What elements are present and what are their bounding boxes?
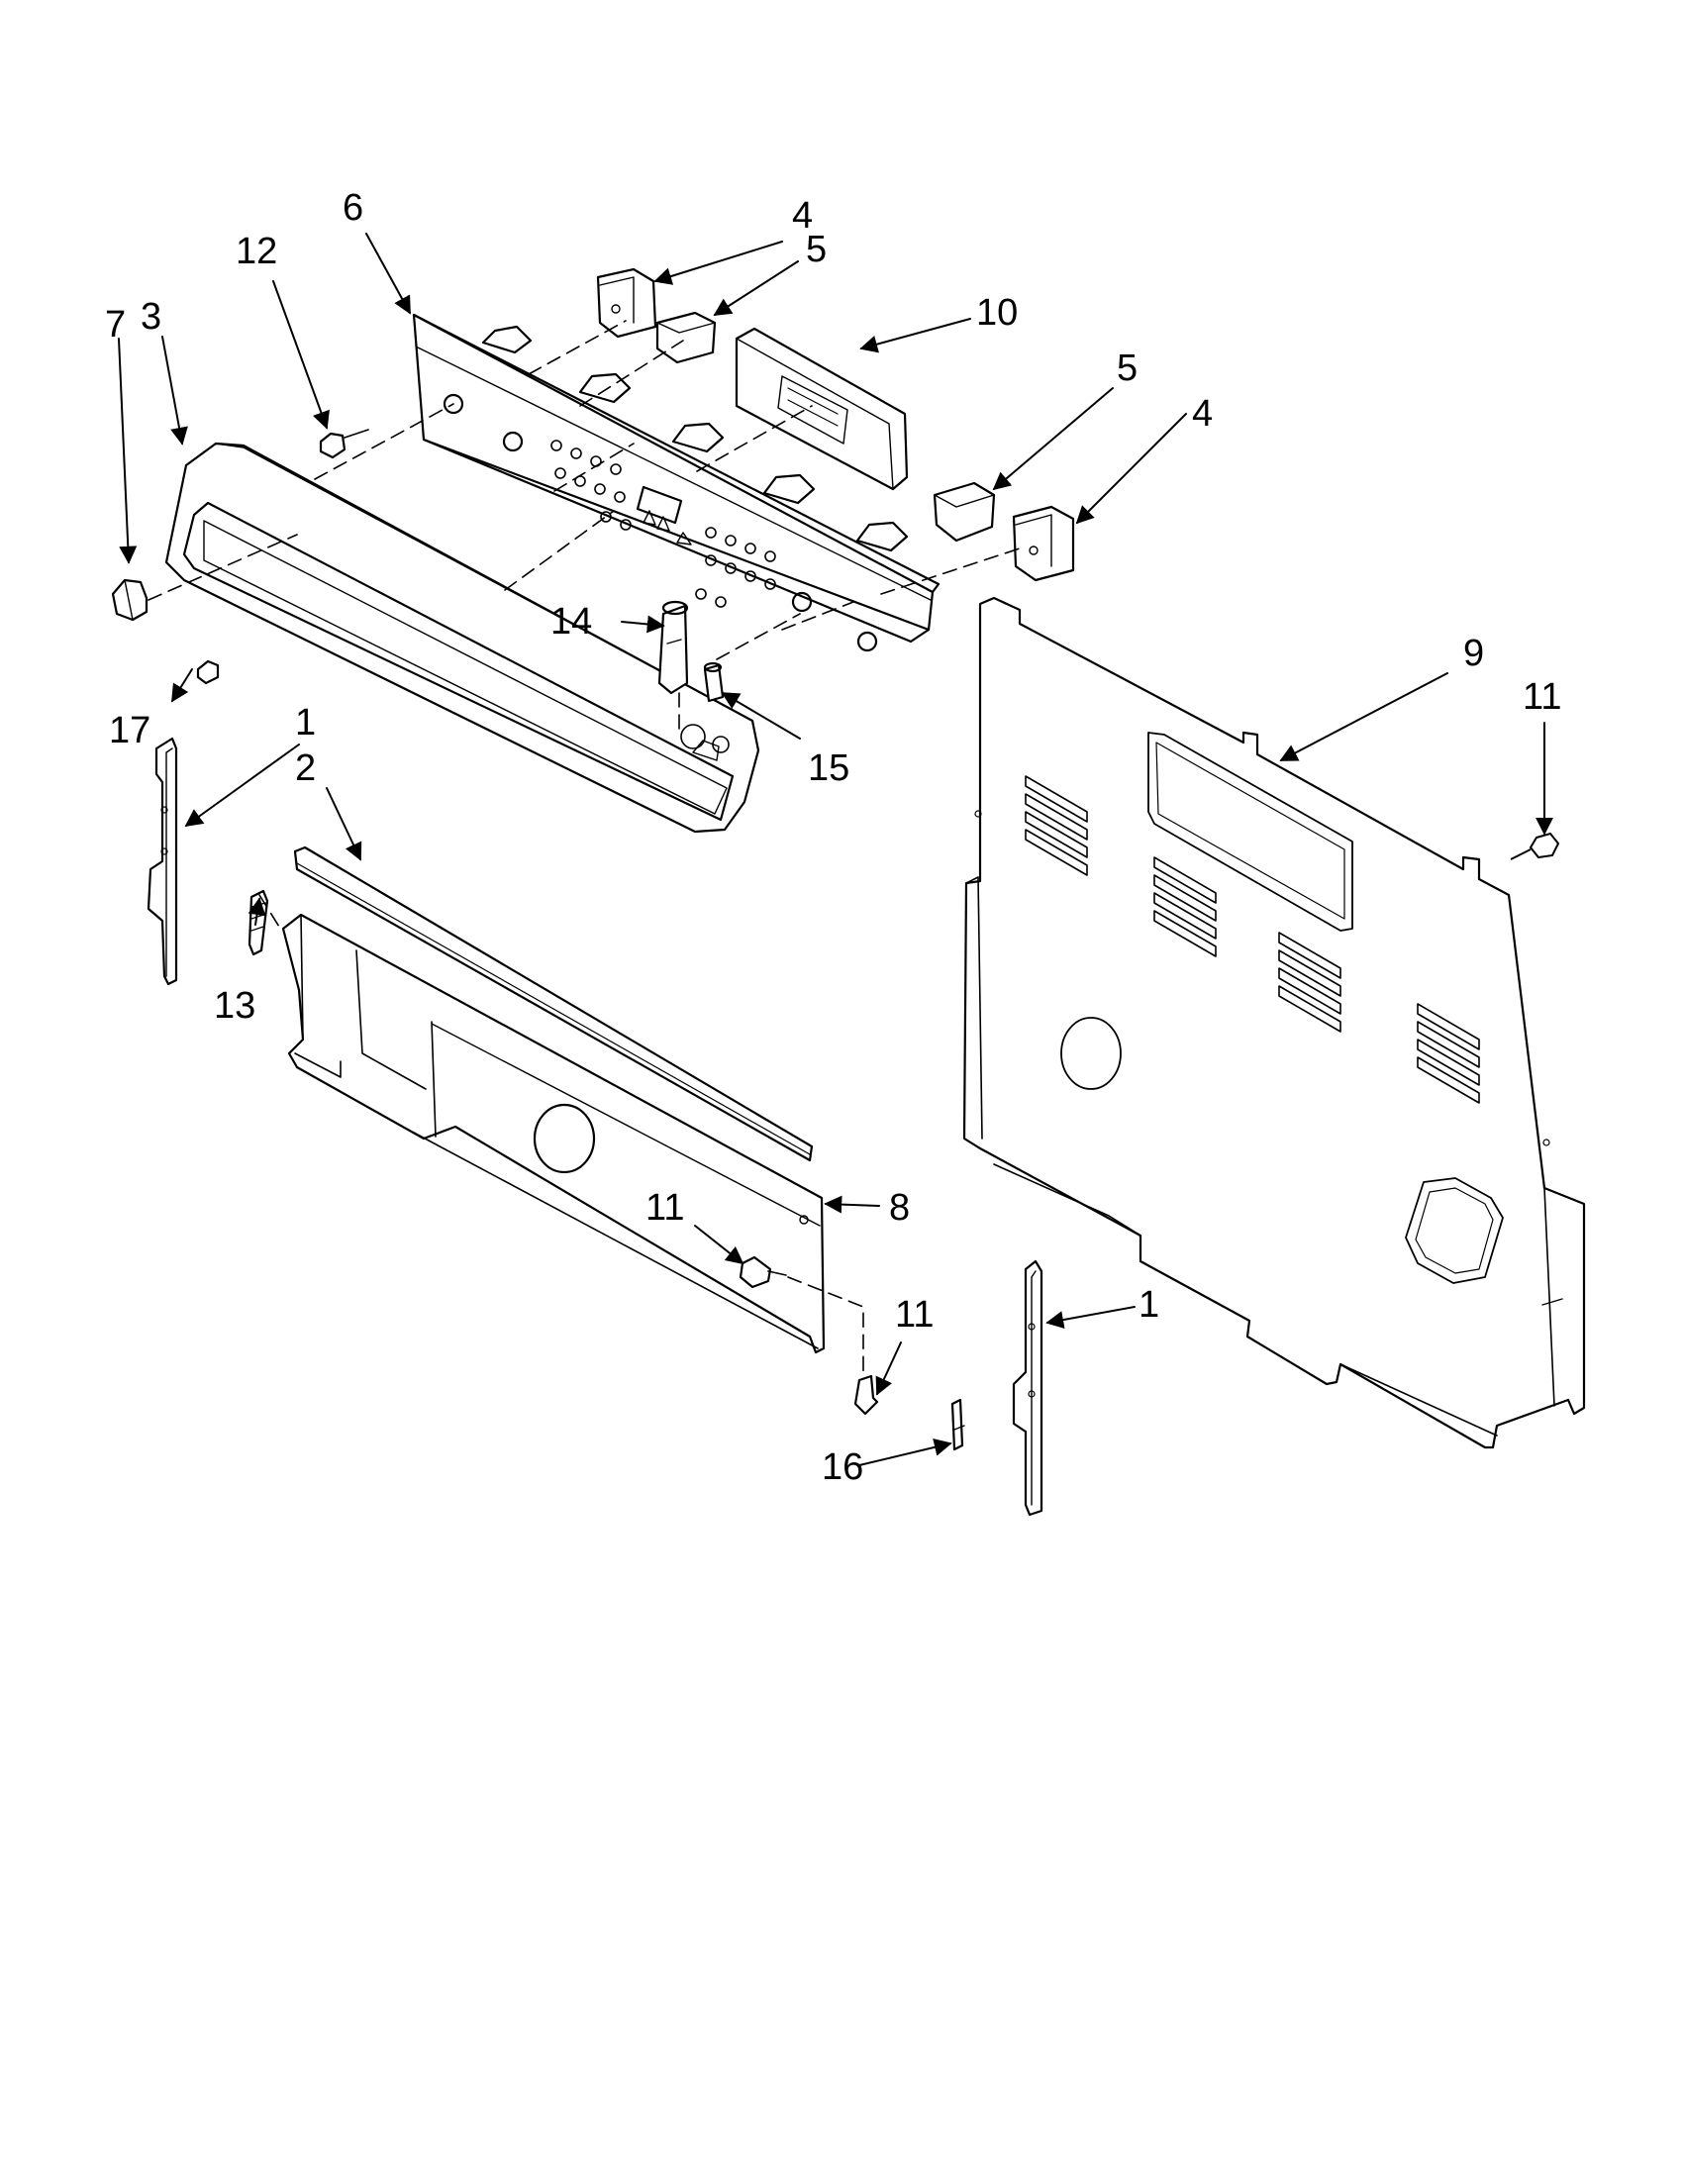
callout-3: 3	[141, 296, 161, 338]
callout-12: 12	[236, 231, 277, 272]
bracket-part-14	[657, 600, 689, 695]
screw-part-11-front	[739, 1255, 787, 1289]
side-bracket-part-1-right	[1012, 1259, 1043, 1517]
switch-part-4-lower	[1012, 505, 1075, 582]
callout-15: 15	[808, 747, 849, 789]
callout-5-lower: 5	[1117, 347, 1138, 389]
connector-part-15	[703, 661, 725, 703]
switch-part-4-upper	[596, 267, 657, 339]
callout-2: 2	[295, 747, 316, 789]
callout-labels: 7 3 12 6 4 5 10 5 4 14 15 17 1 2 13 8 11…	[105, 187, 1561, 1488]
callout-17: 17	[109, 710, 150, 751]
rear-panel-part-9	[962, 596, 1586, 1449]
clip-part-16	[950, 1398, 965, 1451]
cover-part-5-lower	[933, 481, 996, 543]
callout-1-right: 1	[1139, 1284, 1159, 1326]
console-trim-part-3	[164, 442, 760, 834]
screw-part-11-bottom	[853, 1374, 879, 1416]
callout-leaders	[118, 233, 1553, 1466]
callout-13: 13	[214, 985, 255, 1027]
callout-11-bottom: 11	[895, 1294, 934, 1336]
callout-6: 6	[343, 187, 363, 229]
callout-10: 10	[976, 292, 1018, 334]
callout-11-front: 11	[645, 1187, 684, 1229]
knob-part-7	[111, 578, 149, 622]
plug-part-17	[196, 659, 220, 685]
screw-part-11-right	[1510, 832, 1560, 860]
callout-9: 9	[1463, 633, 1484, 674]
strip-part-2	[293, 845, 814, 1162]
callout-16: 16	[822, 1446, 863, 1488]
callout-11-right: 11	[1523, 676, 1561, 718]
callout-8: 8	[889, 1187, 910, 1229]
cover-part-5-upper	[655, 311, 717, 364]
assembly-lines	[148, 320, 1021, 1377]
control-board-part-10	[735, 327, 909, 491]
callout-14: 14	[550, 601, 592, 643]
callout-5-upper: 5	[806, 229, 827, 270]
side-bracket-part-1-left	[147, 737, 178, 986]
callout-1-left: 1	[295, 702, 316, 744]
lower-panel-part-8	[281, 913, 826, 1354]
callout-7: 7	[105, 304, 126, 346]
screw-part-12	[319, 429, 369, 459]
callout-4-lower: 4	[1192, 393, 1213, 435]
callout-4-upper: 4	[792, 195, 813, 237]
